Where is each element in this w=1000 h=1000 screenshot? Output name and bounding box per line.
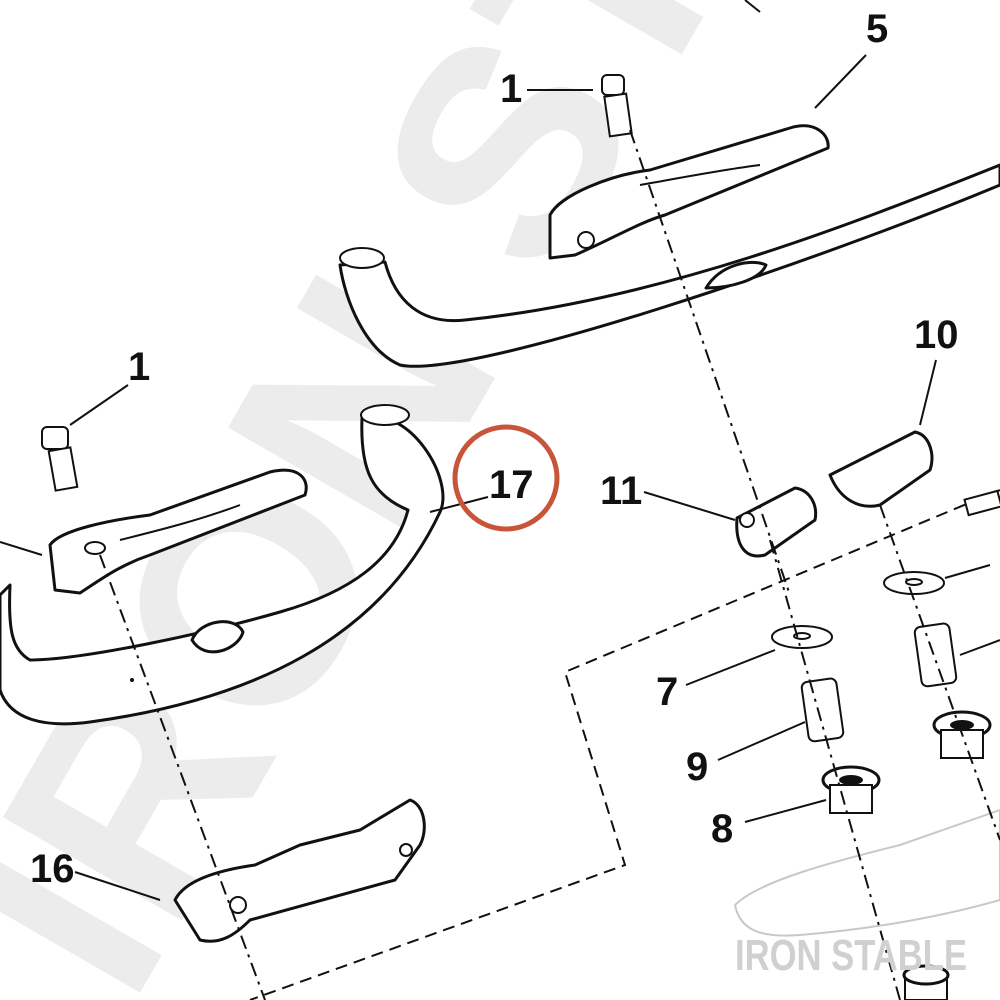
bolt-left-1 xyxy=(41,426,79,492)
centerline-upper xyxy=(629,129,791,596)
clamp-left-1 xyxy=(48,468,308,595)
leader-right-spacer xyxy=(959,639,1000,656)
riser-clamp-11-hole xyxy=(739,512,756,528)
callout-11: 11 xyxy=(600,469,642,513)
lower-handlebar-end xyxy=(360,404,410,426)
washer-right-hole xyxy=(905,578,923,586)
triple-tree-faint xyxy=(733,808,1000,937)
upper-handlebar-slot xyxy=(704,260,768,290)
leader-left-edge xyxy=(0,541,43,556)
callout-1-left: 1 xyxy=(128,345,150,389)
callout-8: 8 xyxy=(711,807,733,851)
callout-10: 10 xyxy=(914,313,959,357)
lower-handlebar-slot xyxy=(190,620,245,654)
leader-1-left xyxy=(69,384,129,426)
highlight-circle-17 xyxy=(452,424,560,532)
clamp-upper-5 xyxy=(548,124,830,260)
leader-11 xyxy=(643,491,736,521)
spacer-right xyxy=(913,622,958,688)
leader-5 xyxy=(814,54,867,109)
callout-5: 5 xyxy=(866,7,888,51)
riser-clamp-11 xyxy=(735,486,818,558)
centerline-right xyxy=(879,504,1000,841)
clamp-left-1-detail xyxy=(84,504,241,555)
spacer-9 xyxy=(800,677,845,743)
upper-handlebar-end xyxy=(339,247,385,269)
leader-9 xyxy=(717,721,806,761)
callout-16: 16 xyxy=(30,847,75,891)
leader-10 xyxy=(919,359,937,426)
leader-8 xyxy=(744,799,827,823)
leader-16 xyxy=(74,871,161,901)
lower-handlebar-dot xyxy=(130,678,134,682)
clamp-lower-16-detail xyxy=(229,843,414,914)
bottom-stem xyxy=(902,964,950,1000)
callout-9: 9 xyxy=(686,745,708,789)
callout-17: 17 xyxy=(489,463,534,507)
riser-clamp-10 xyxy=(828,430,934,508)
leader-right-washer xyxy=(944,564,991,579)
leader-7 xyxy=(685,649,776,686)
centerline-riser-11 xyxy=(769,539,901,1000)
leader-17 xyxy=(429,496,489,513)
bushing-8 xyxy=(821,765,881,814)
centerline-lower-assembly xyxy=(99,554,266,1000)
bolt-upper-1 xyxy=(601,74,633,138)
upper-handlebar-top-wire xyxy=(744,0,761,13)
washer-7-hole xyxy=(793,632,811,640)
callout-1-top: 1 xyxy=(500,67,522,111)
lower-handlebar xyxy=(0,415,445,726)
clamp-upper-5-detail xyxy=(577,164,761,249)
callout-7: 7 xyxy=(656,670,678,714)
brand-watermark: IRON STABLE xyxy=(735,931,967,980)
small-bolt-right xyxy=(963,489,1000,517)
